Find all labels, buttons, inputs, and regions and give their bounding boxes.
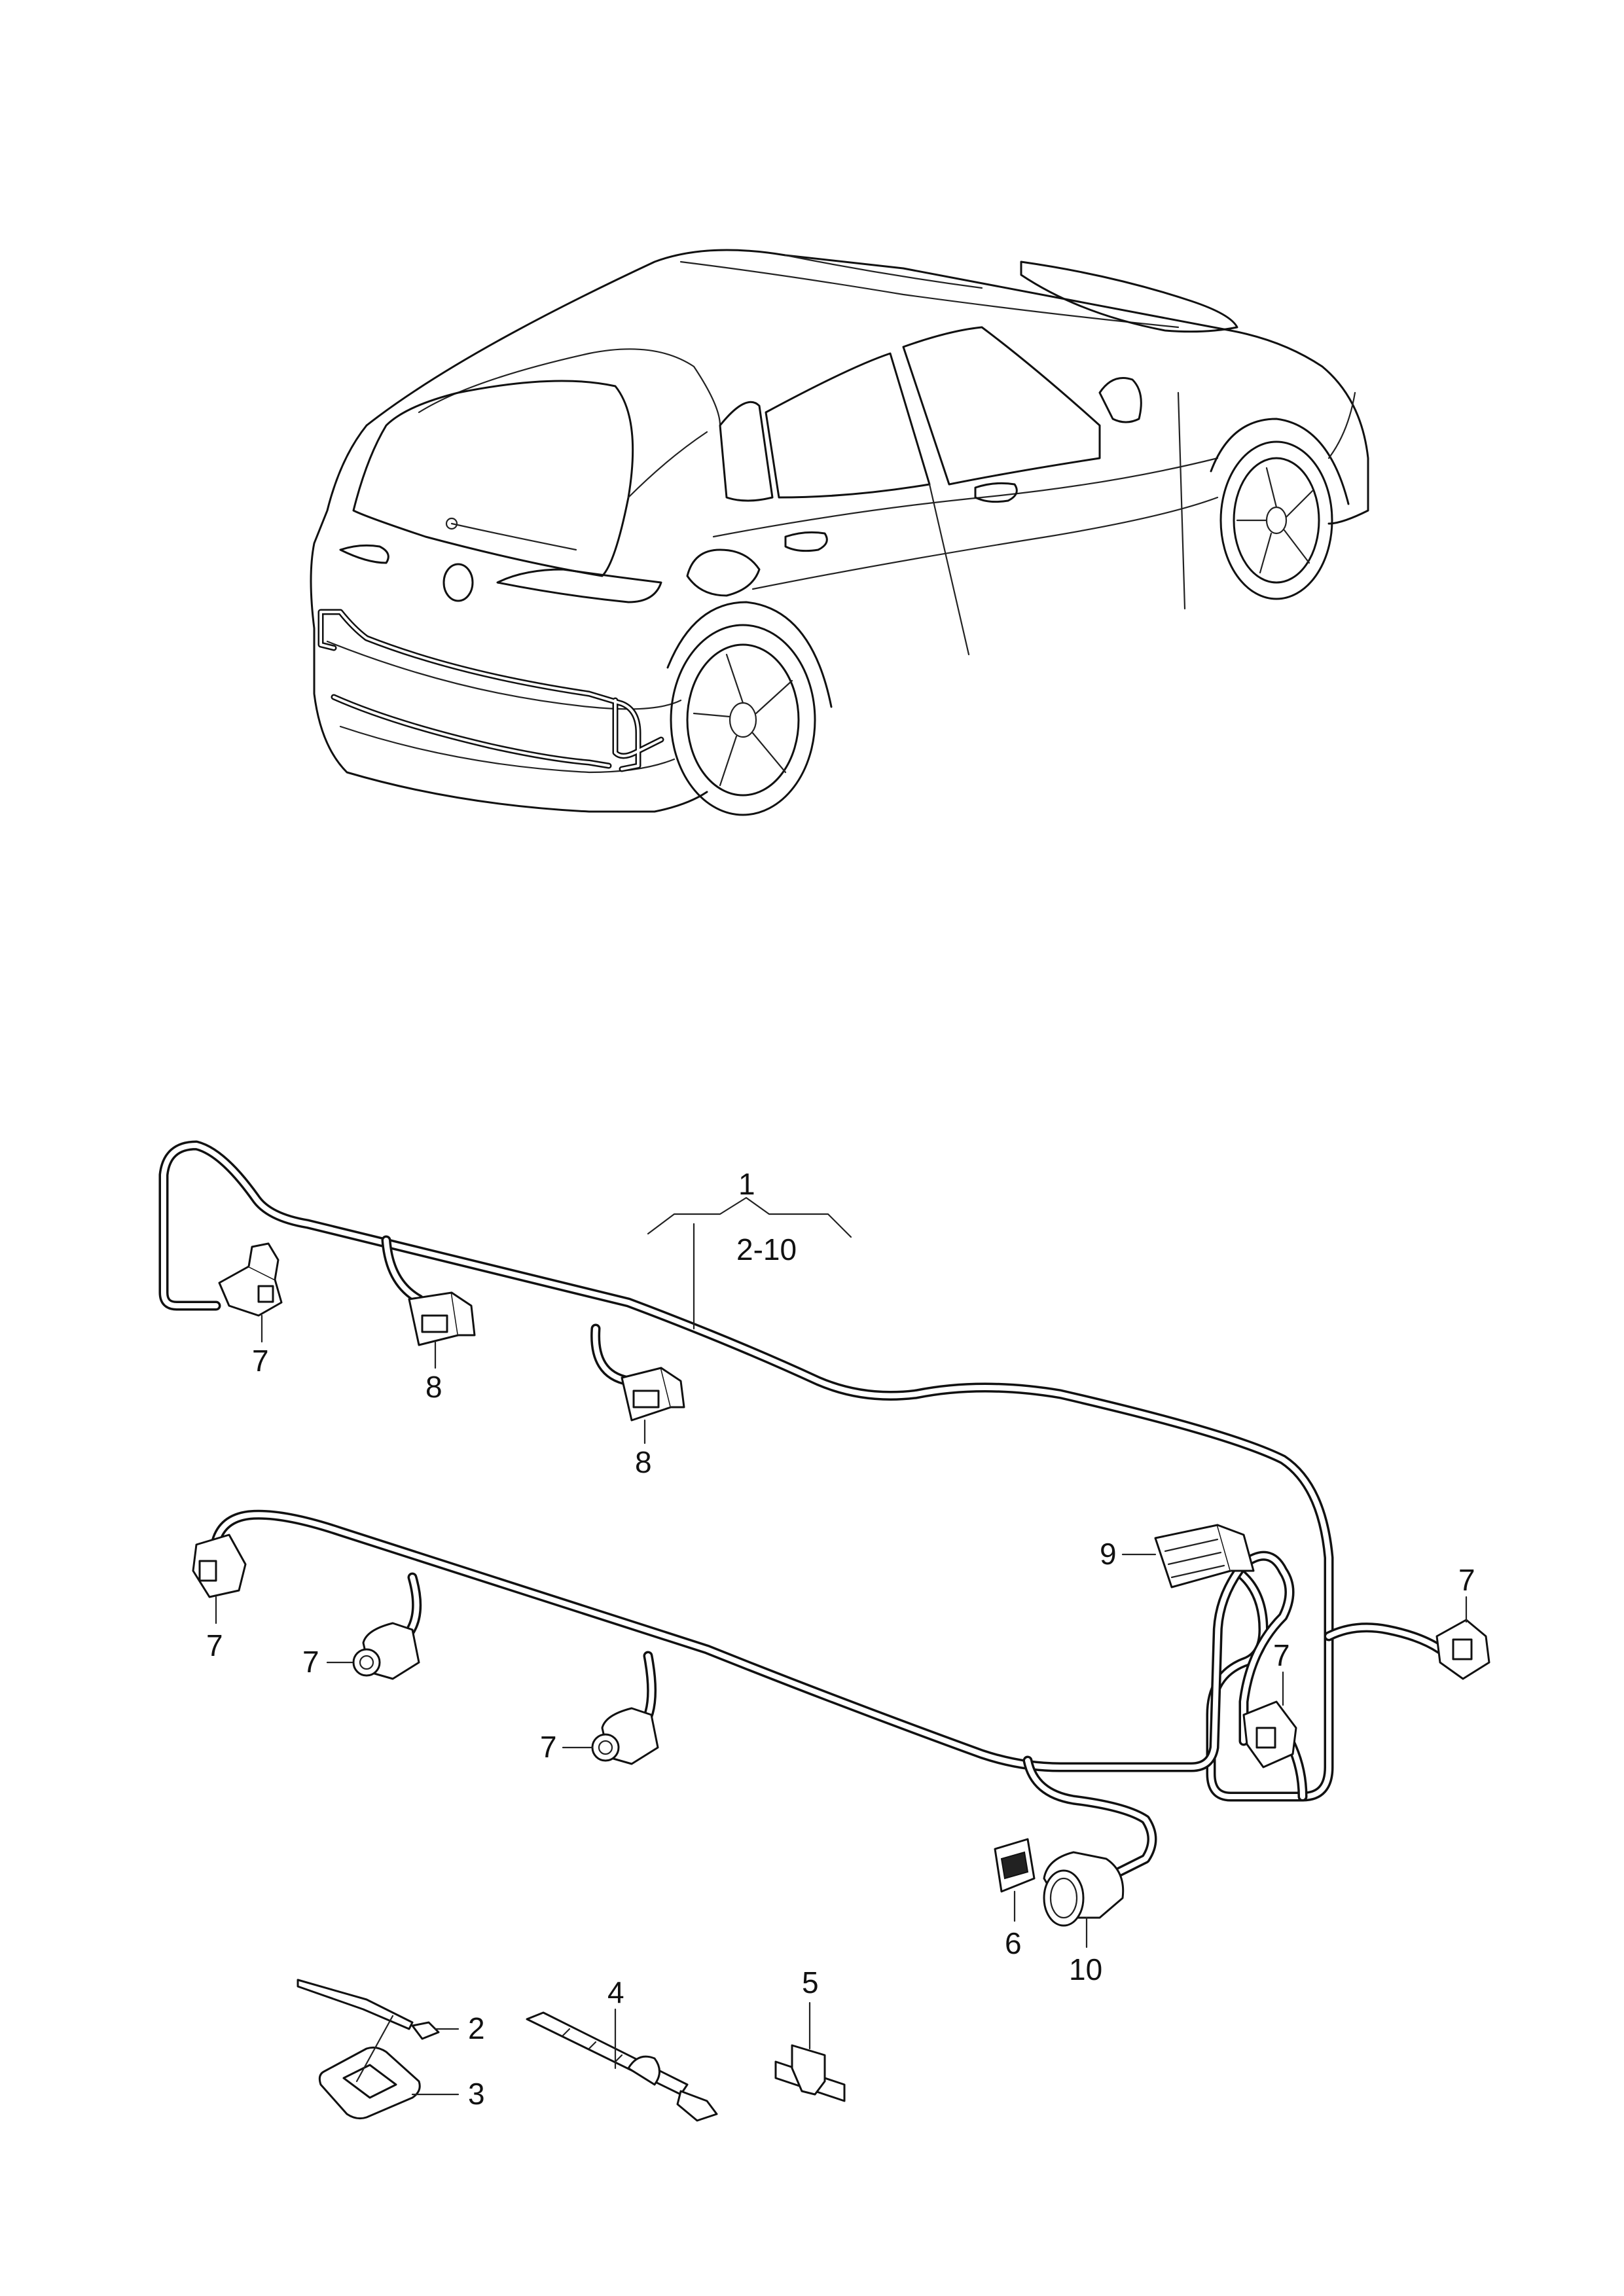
callout-7-sensor-a: 7	[302, 1645, 319, 1679]
connector-10	[1043, 1851, 1125, 1927]
connector-9	[1154, 1524, 1255, 1588]
connector-8-right	[621, 1367, 685, 1422]
callout-6: 6	[1005, 1926, 1022, 1960]
callout-8-right: 8	[635, 1445, 652, 1479]
parking-sensor-7-a	[352, 1622, 420, 1680]
vehicle-illustration	[310, 249, 1369, 816]
callout-2-10: 2-10	[736, 1232, 797, 1266]
callout-7-outer-right: 7	[1458, 1563, 1475, 1597]
holder-3	[318, 2046, 421, 2120]
callout-10: 10	[1069, 1952, 1102, 1986]
callout-7-inner-right: 7	[1273, 1638, 1290, 1672]
sensor-connector-7-upper-left	[218, 1242, 283, 1317]
callout-4: 4	[607, 1975, 624, 2009]
sensor-connector-7-lower-left	[192, 1534, 247, 1598]
leader-lines	[215, 1196, 1468, 2096]
holder-6	[994, 1838, 1036, 1893]
sensor-connector-7-inner-right	[1242, 1700, 1297, 1768]
callout-2: 2	[468, 2011, 485, 2045]
callout-8-left: 8	[425, 1370, 442, 1404]
callout-3: 3	[468, 2077, 485, 2111]
sensor-connector-7-outer-right	[1435, 1619, 1490, 1680]
callout-labels: 1 2-10 7 8 8 7 7 7 9 7 7 6 10 2 3 4 5	[206, 1167, 1475, 2111]
callout-7-lower-left: 7	[206, 1628, 223, 1662]
cable-tie-2	[297, 1979, 440, 2040]
cable-tie-4	[526, 2011, 718, 2122]
callout-1: 1	[738, 1167, 755, 1201]
callout-9: 9	[1100, 1537, 1117, 1571]
connector-8-left	[408, 1291, 476, 1346]
callout-7-sensor-b: 7	[540, 1730, 557, 1764]
callout-7-upper-left: 7	[252, 1344, 269, 1378]
wiring-harness-assembly	[158, 1140, 1445, 1877]
callout-5: 5	[802, 1965, 819, 2000]
parking-sensor-7-b	[591, 1707, 659, 1765]
clip-5	[774, 2044, 846, 2102]
